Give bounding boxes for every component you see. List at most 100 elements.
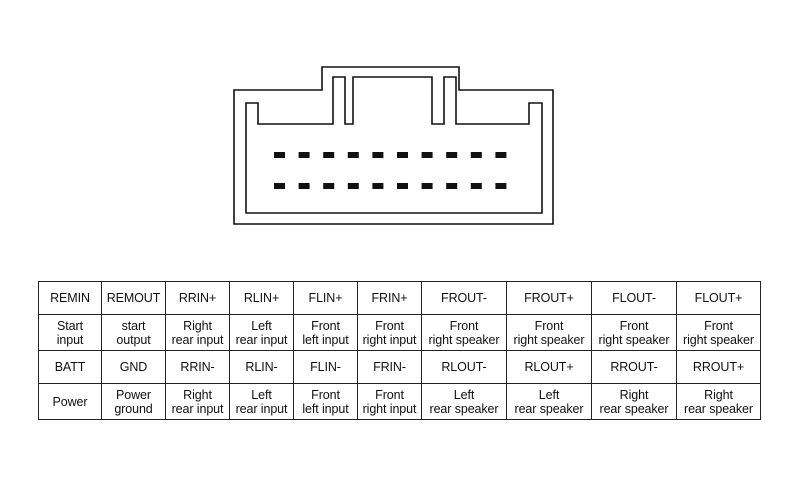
pin-bottom-8 (446, 183, 458, 189)
pin-description-line: rear speaker (684, 401, 753, 416)
pin-description-line: Front (375, 318, 404, 333)
pin-description-line: Front (619, 318, 649, 333)
pin-name-cell: FLOUT- (591, 281, 677, 315)
pin-bottom-10 (495, 183, 507, 189)
pin-description-line: Left (251, 318, 272, 333)
pin-bottom-7 (421, 183, 433, 189)
pin-description-line: right input (362, 401, 417, 416)
pin-name-cell: FRIN- (357, 350, 422, 384)
pin-name-cell: RROUT- (591, 350, 677, 384)
pin-description-line: right input (362, 332, 417, 347)
pin-bottom-1 (274, 183, 285, 189)
pin-description-line: rear input (235, 401, 288, 416)
pin-bottom-5 (372, 183, 384, 189)
pin-name-cell: GND (101, 350, 166, 384)
pin-top-4 (347, 152, 359, 158)
pin-description-line: Front (311, 318, 340, 333)
pin-description-line: Front (704, 318, 733, 333)
pin-description-line: Right (183, 387, 212, 402)
pin-description-line: rear speaker (429, 401, 499, 416)
pin-name-cell: RLIN+ (229, 281, 294, 315)
pin-bottom-6 (397, 183, 408, 189)
pin-top-8 (446, 152, 458, 158)
pin-description-line: rear speaker (599, 401, 669, 416)
pin-top-3 (323, 152, 335, 158)
pin-description-line: Front (449, 318, 479, 333)
pin-name-cell: RLIN- (229, 350, 294, 384)
pin-name-cell: REMOUT (101, 281, 166, 315)
pin-description-line: rear input (171, 332, 224, 347)
pin-top-1 (274, 152, 285, 158)
pin-description-line: Right (704, 387, 733, 402)
pin-description-line: input (56, 332, 84, 347)
pin-name-cell: FRIN+ (357, 281, 422, 315)
pin-name-cell: FROUT- (421, 281, 507, 315)
pin-top-6 (397, 152, 408, 158)
pin-description-line: rear input (171, 401, 224, 416)
pin-description-line: left input (302, 332, 349, 347)
pin-description-line: Power (52, 394, 88, 409)
pin-description-line: Front (311, 387, 340, 402)
pin-top-5 (372, 152, 384, 158)
pin-name-cell: RRIN- (165, 350, 230, 384)
pin-name-cell: RROUT+ (676, 350, 761, 384)
pin-description-line: Left (453, 387, 475, 402)
pin-description-line: ground (114, 401, 153, 416)
pin-description-line: start (121, 318, 146, 333)
pin-description-line: Front (375, 387, 404, 402)
pin-name-cell: RLOUT+ (506, 350, 592, 384)
pin-description-cell: Power (38, 383, 102, 420)
pin-name-cell: FLOUT+ (676, 281, 761, 315)
pin-name-cell: REMIN (38, 281, 102, 315)
pin-description-line: Left (251, 387, 272, 402)
pin-name-cell: BATT (38, 350, 102, 384)
pin-description-line: right speaker (598, 332, 670, 347)
pin-bottom-9 (470, 183, 482, 189)
pin-description-line: output (116, 332, 151, 347)
pin-description-line: left input (302, 401, 349, 416)
pin-rows (274, 152, 507, 189)
pin-description-line: right speaker (428, 332, 500, 347)
pin-description-line: rear speaker (514, 401, 584, 416)
pin-top-2 (298, 152, 310, 158)
pin-description-line: right speaker (513, 332, 585, 347)
pin-bottom-3 (323, 183, 335, 189)
pin-name-cell: RRIN+ (165, 281, 230, 315)
pin-top-10 (495, 152, 507, 158)
pin-description-line: Right (183, 318, 212, 333)
pin-description-line: Left (538, 387, 560, 402)
pin-bottom-4 (347, 183, 359, 189)
pin-description-line: Power (116, 387, 151, 402)
connector-diagram (233, 66, 554, 225)
pin-name-cell: RLOUT- (421, 350, 507, 384)
connector-housing-outer (233, 66, 554, 225)
pin-description-line: right speaker (683, 332, 754, 347)
pin-name-cell: FLIN- (293, 350, 358, 384)
pin-bottom-2 (298, 183, 310, 189)
pin-description-line: Start (57, 318, 83, 333)
pin-name-cell: FLIN+ (293, 281, 358, 315)
pin-description-line: Right (619, 387, 649, 402)
